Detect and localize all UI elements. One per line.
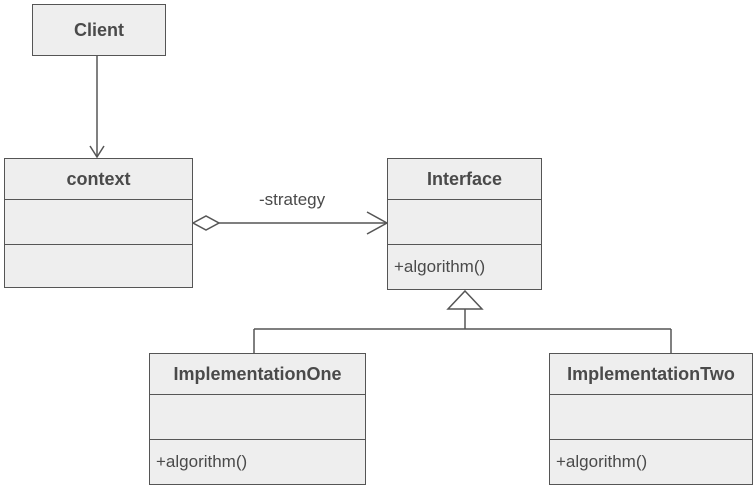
class-implementation-two-attributes [550,394,752,439]
class-interface-attributes [388,199,541,244]
generalization-tree [253,289,672,354]
class-implementation-one-name: ImplementationOne [173,363,342,384]
class-implementation-one-operations: +algorithm() [150,439,365,483]
strategy-aggregation [191,211,389,235]
class-implementation-two[interactable]: ImplementationTwo +algorithm() [549,353,753,485]
class-client-name: Client [73,19,124,40]
class-implementation-two-name: ImplementationTwo [567,363,735,384]
class-implementation-one[interactable]: ImplementationOne +algorithm() [149,353,366,485]
class-interface-name: Interface [426,168,503,189]
class-context[interactable]: context [4,158,193,288]
class-context-attributes [5,199,192,244]
strategy-label: -strategy [259,190,326,209]
class-context-operations [5,244,192,286]
class-implementation-one-attributes [150,394,365,439]
generalization-triangle [446,289,484,310]
aggregation-diamond [191,215,221,231]
class-interface[interactable]: Interface +algorithm() [387,158,542,290]
class-client[interactable]: Client [32,4,166,56]
class-implementation-two-operations: +algorithm() [550,439,752,483]
class-interface-operations: +algorithm() [388,244,541,288]
class-context-name: context [66,168,131,189]
client-to-context-arrow [89,56,105,159]
